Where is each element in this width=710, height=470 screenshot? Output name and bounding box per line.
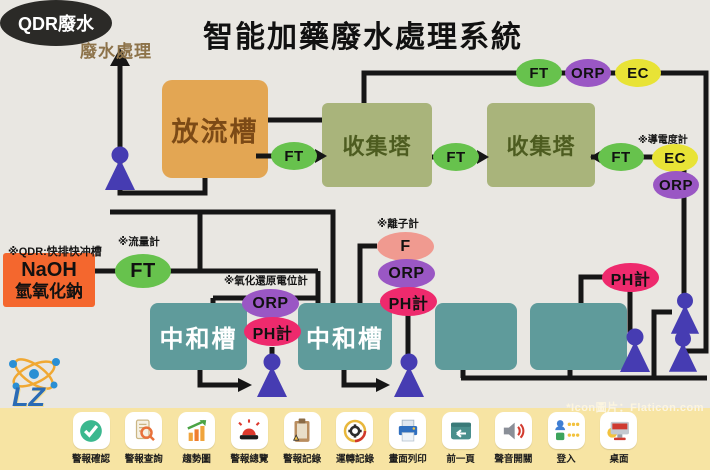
icon-credit-watermark: *Icon圖片：Flaticon.com [566,402,704,414]
naoh-name: 氫氧化鈉 [15,281,83,301]
pump-figure-neut2 [392,353,426,397]
toolbar-item-label: 桌面 [609,454,629,465]
ph-sensor-tank4: PH計 [602,263,659,292]
toolbar-item-gear-ring[interactable]: 運轉記錄 [330,412,380,466]
login-icon [547,412,585,449]
ft-sensor-naoh: FT [115,254,171,288]
neutralization-tank-2: 中和槽 [298,303,392,370]
toolbar-item-label: 警報總覽 [230,454,269,465]
ft-sensor-discharge: FT [271,142,317,170]
check-circle-icon [72,412,110,449]
pump-figure-neut1 [255,353,289,397]
toolbar-item-label: 警報查詢 [124,454,163,465]
toolbar-item-back-window[interactable]: 前一頁 [436,412,486,466]
atom-icon [9,358,60,390]
qdr-note: ※QDR:快排快冲槽 [8,246,102,258]
pump-figure-right-upper [669,292,701,334]
discharge-tank: 放流槽 [162,80,268,178]
toolbar-item-printer[interactable]: 畫面列印 [383,412,433,466]
toolbar-item-label: 登入 [556,454,576,465]
ec-sensor-topline: EC [615,59,661,87]
effluent-label: 廢水處理 [80,42,152,61]
collection-tower-2: 收集塔 [487,103,595,187]
toolbar-item-label: 畫面列印 [388,454,427,465]
toolbar-item-desktop[interactable]: 桌面 [594,412,644,466]
toolbar-item-label: 聲音開關 [494,454,533,465]
pump-figure-right-lower [667,330,699,372]
ft-sensor-topline: FT [516,59,562,87]
printer-icon [389,412,427,449]
naoh-dosing-box: NaOH 氫氧化鈉 [3,253,95,307]
lz-logo-text: LZ [12,382,45,412]
orp-sensor-neut1: ORP [242,289,299,318]
toolbar-item-speaker[interactable]: 聲音開關 [488,412,538,466]
ion-meter-note: ※離子計 [377,218,419,230]
toolbar-item-trend-chart[interactable]: 趨勢圖 [172,412,222,466]
f-ion-sensor: F [377,232,434,261]
toolbar-item-login[interactable]: 登入 [541,412,591,466]
toolbar-item-check-circle[interactable]: 警報確認 [66,412,116,466]
flow-meter-note: ※流量計 [118,236,160,248]
toolbar-item-label: 趨勢圖 [182,454,211,465]
orp-meter-note: ※氧化還原電位計 [224,275,308,287]
trend-chart-icon [178,412,216,449]
reaction-tank-4 [530,303,627,370]
reaction-tank-3 [435,303,517,370]
ft-sensor-tower2: FT [598,143,644,171]
gear-ring-icon [336,412,374,449]
ec-sensor-right: EC [652,144,698,172]
desktop-icon [600,412,638,449]
ph-sensor-neut2: PH計 [380,287,437,316]
clipboard-warning-icon [283,412,321,449]
back-window-icon [442,412,480,449]
orp-sensor-neut2: ORP [378,259,435,288]
conductivity-meter-note: ※導電度計 [638,135,688,146]
speaker-icon [494,412,532,449]
alarm-siren-icon [230,412,268,449]
orp-sensor-topline: ORP [565,59,611,87]
toolbar-item-label: 運轉記錄 [335,454,374,465]
toolbar-item-label: 前一頁 [446,454,475,465]
doc-search-icon [125,412,163,449]
toolbar-item-label: 警報確認 [71,454,110,465]
pump-figure-discharge [103,146,137,190]
lz-logo: LZ [4,352,70,416]
ph-sensor-neut1: PH計 [244,317,301,346]
toolbar-item-alarm-siren[interactable]: 警報總覽 [224,412,274,466]
qdr-wastewater-node: QDR廢水 [0,0,112,46]
collection-tower-1: 收集塔 [322,103,432,187]
toolbar-item-clipboard-warning[interactable]: 警報記錄 [277,412,327,466]
naoh-formula: NaOH [21,258,77,281]
hmi-toolbar: 警報確認 警報查詢 趨勢圖 警報總覽 警報記錄 運轉記錄 畫面列印 前一頁 聲音… [66,412,644,466]
ft-sensor-towers: FT [433,143,479,171]
toolbar-item-doc-search[interactable]: 警報查詢 [119,412,169,466]
neutralization-tank-1: 中和槽 [150,303,247,370]
toolbar-item-label: 警報記錄 [283,454,322,465]
page-title: 智能加藥廢水處理系統 [203,21,523,54]
pump-figure-tank4 [618,328,652,372]
orp-sensor-right: ORP [653,171,699,199]
